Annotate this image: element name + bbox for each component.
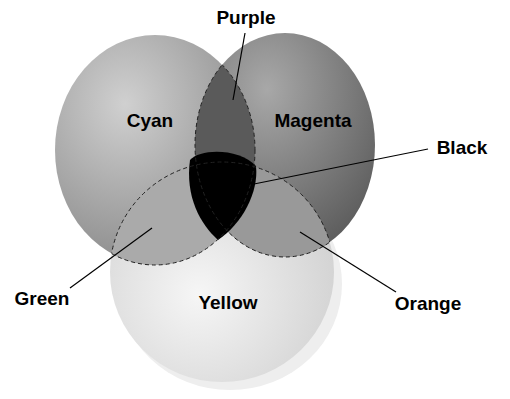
color-name: Magenta [274, 110, 351, 132]
dashed-outlines [55, 33, 375, 382]
overlap-label: Green [15, 288, 70, 310]
overlap-label: Black [437, 137, 488, 159]
color-circle: Cyan [55, 35, 255, 265]
overlap-label: Orange [395, 293, 462, 315]
leader-lines [70, 33, 428, 292]
overlap-label: Purple [216, 7, 275, 29]
color-circle: Yellow [110, 162, 334, 382]
color-circle: Magenta [195, 33, 375, 257]
color-name: Cyan [127, 110, 173, 132]
color-name: Yellow [198, 292, 257, 314]
